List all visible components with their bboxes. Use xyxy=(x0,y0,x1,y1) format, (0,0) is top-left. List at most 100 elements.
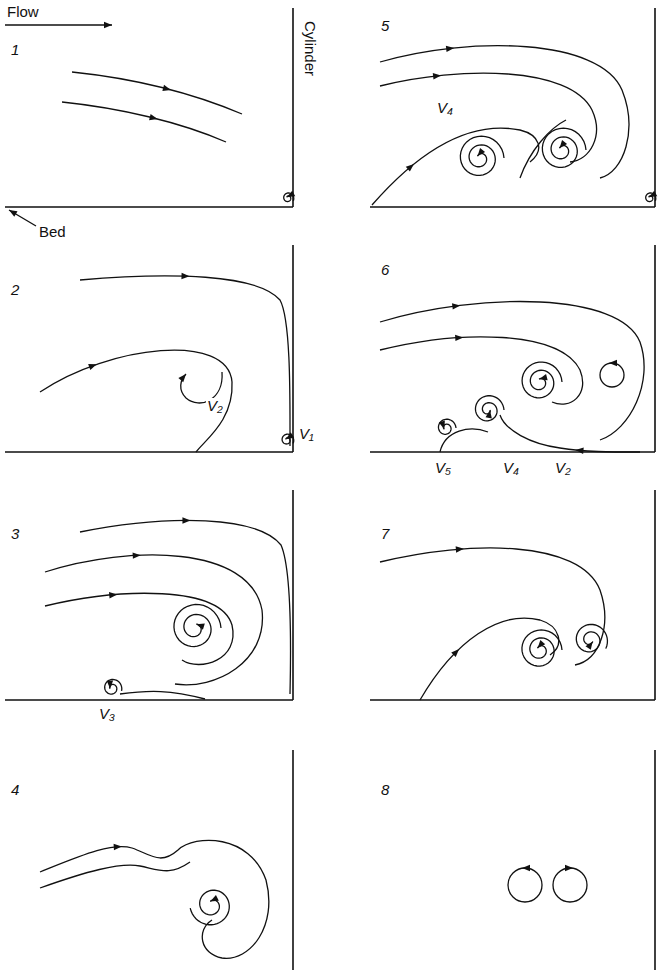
vortex-spiral xyxy=(522,630,562,666)
arrowhead xyxy=(486,410,492,418)
flow-arrow xyxy=(5,24,112,25)
streamline xyxy=(380,46,629,178)
arrowhead xyxy=(439,421,445,430)
streamline xyxy=(62,102,226,142)
arrowheads xyxy=(9,22,657,902)
arrowhead xyxy=(539,374,548,380)
vortices xyxy=(105,128,656,925)
walls xyxy=(5,8,655,970)
arrowhead xyxy=(452,303,460,309)
bed-pointer xyxy=(9,210,36,226)
panel-number: 5 xyxy=(380,18,390,35)
arrowhead xyxy=(565,865,573,871)
panel-8-walls xyxy=(654,750,656,970)
panel-number: 3 xyxy=(10,526,20,543)
arrowhead xyxy=(88,364,97,370)
streamline xyxy=(440,429,488,452)
vortex-label: V₂ xyxy=(206,398,224,415)
panel-number: 4 xyxy=(10,782,20,799)
panel-3-walls xyxy=(5,490,293,700)
vortex-spiral xyxy=(438,419,456,434)
arrowhead xyxy=(455,335,463,341)
vortex-label: V₃ xyxy=(98,706,116,723)
arrowhead xyxy=(609,360,617,366)
vortex-core xyxy=(508,868,542,902)
arrowhead xyxy=(451,649,459,657)
panel-7-walls xyxy=(370,490,655,700)
streamline xyxy=(120,691,205,699)
vortex-spiral xyxy=(542,128,586,167)
arrowhead xyxy=(133,552,141,558)
streamline xyxy=(45,555,262,685)
streamlines xyxy=(40,46,644,959)
streamline xyxy=(40,840,269,958)
arrowhead xyxy=(456,546,464,552)
vortex-label: V₂ xyxy=(554,460,572,477)
streamline xyxy=(380,337,583,404)
vortex-label: V₅ xyxy=(434,460,452,477)
vortex-spiral xyxy=(190,890,229,925)
vortex-label: V₄ xyxy=(502,460,520,477)
arrowhead xyxy=(538,640,546,648)
wall-label: Cylinder xyxy=(302,20,319,77)
streamline xyxy=(45,593,233,664)
arrowhead xyxy=(406,164,414,172)
arrowhead xyxy=(178,374,186,382)
arrowhead xyxy=(522,865,530,871)
arrowhead xyxy=(575,448,583,454)
panel-number: 6 xyxy=(380,262,390,279)
vortex-spiral xyxy=(576,624,607,651)
vortex-label: V₄ xyxy=(436,100,454,117)
arrowhead xyxy=(585,641,592,649)
arrowhead xyxy=(433,73,441,79)
panel-4-walls xyxy=(292,750,294,970)
streamline xyxy=(40,350,232,452)
streamline xyxy=(500,415,640,452)
vortex-core xyxy=(553,868,587,902)
arrowhead xyxy=(478,148,485,156)
arrowhead xyxy=(109,592,117,598)
streamline xyxy=(80,520,291,694)
streamline xyxy=(380,302,644,440)
wall-label: Bed xyxy=(38,224,67,241)
vortex-spiral xyxy=(522,362,562,398)
panel-6-walls xyxy=(370,245,655,452)
vortex-label: V₁ xyxy=(298,426,315,443)
streamline xyxy=(372,128,539,205)
vortex-spiral xyxy=(475,396,504,421)
arrowhead xyxy=(9,210,18,217)
arrowhead xyxy=(649,191,658,198)
arrowhead xyxy=(107,681,113,689)
streamline xyxy=(380,548,605,665)
arrowhead xyxy=(287,191,296,198)
arrowhead xyxy=(182,517,190,523)
streamline xyxy=(40,862,190,888)
streamline xyxy=(80,276,290,446)
panel-1-walls xyxy=(5,8,293,207)
panel-number: 8 xyxy=(380,782,390,799)
arrowhead xyxy=(210,895,219,901)
vortex-spiral xyxy=(174,604,221,646)
arrowhead xyxy=(114,844,122,850)
vortex-spiral xyxy=(460,136,504,175)
arrowhead xyxy=(181,273,189,279)
arrowhead xyxy=(446,46,454,52)
flow-label: Flow xyxy=(6,4,40,21)
arrowhead xyxy=(162,85,171,91)
arrowhead xyxy=(149,114,158,120)
panel-number: 2 xyxy=(10,282,20,299)
panel-2-walls xyxy=(5,245,293,452)
panel-number: 7 xyxy=(380,526,390,543)
arrowhead xyxy=(286,432,294,439)
streamline xyxy=(72,72,242,114)
panel-number: 1 xyxy=(10,42,20,59)
vortex-spiral xyxy=(105,679,122,694)
arrowhead xyxy=(104,22,112,28)
panel-5-walls xyxy=(370,8,655,207)
arrowhead xyxy=(560,140,567,148)
arrowhead xyxy=(196,624,205,630)
streamline xyxy=(380,73,596,162)
vortex-core xyxy=(600,363,624,387)
